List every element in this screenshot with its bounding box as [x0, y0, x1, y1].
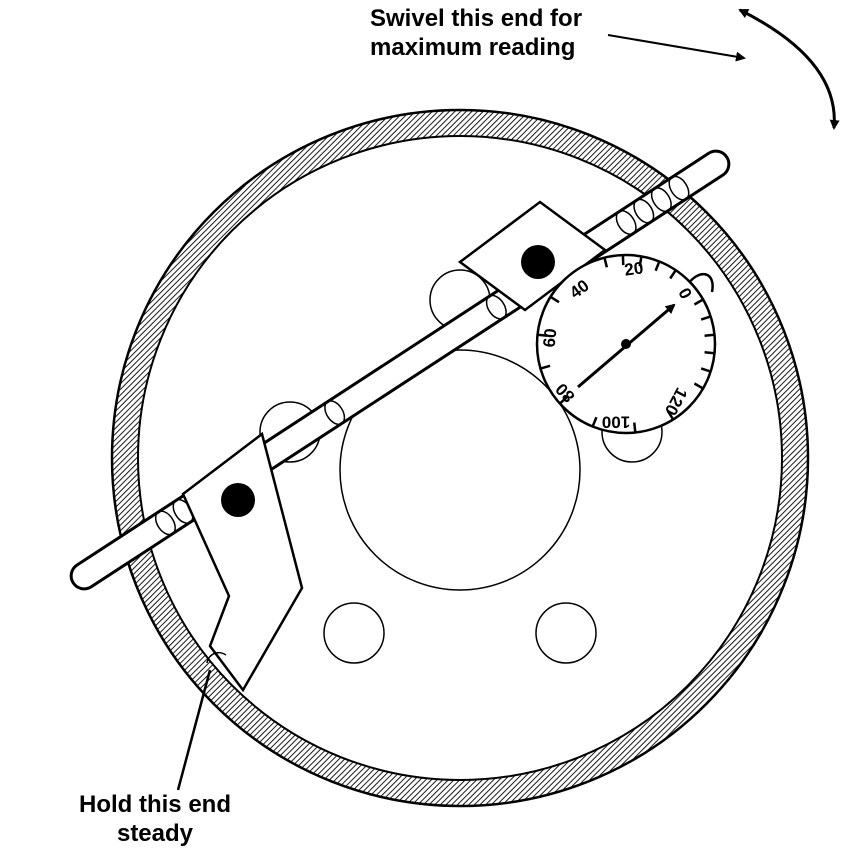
dial-tick	[559, 395, 569, 405]
dial-tick	[693, 298, 704, 306]
hold-end-label-line1: Hold this end	[79, 791, 231, 818]
dial-tick	[537, 333, 548, 337]
fixed-clamp	[181, 431, 304, 693]
rotor-disc	[110, 108, 810, 808]
dial-ticks	[537, 255, 715, 433]
dial-tick	[654, 261, 661, 272]
lug-hole-lower-left	[323, 602, 385, 664]
hold-callout-line	[176, 669, 212, 791]
fixed-clamp-screw	[221, 483, 255, 517]
swivel-arrow-icon	[738, 8, 840, 130]
dial-tick	[603, 257, 609, 268]
dial-needle-pivot	[621, 339, 631, 349]
dial-tick	[540, 364, 551, 370]
swivel-callout-line	[607, 34, 746, 62]
dial-plunger	[687, 272, 714, 293]
dial-tick	[633, 422, 637, 433]
swivel-end-label-line2: maximum reading	[370, 34, 576, 61]
dial-number: 20	[623, 258, 644, 279]
dial-tick	[700, 315, 712, 321]
indicator-carriage-screw	[521, 245, 555, 279]
hold-end-label: Hold this end steady	[60, 790, 250, 848]
fixed-clamp-body	[181, 431, 304, 693]
dial-tick	[700, 367, 712, 373]
dial-tick	[704, 333, 715, 337]
indicator-carriage	[457, 200, 608, 312]
hub-center-hole	[339, 349, 581, 591]
dial-tick	[704, 351, 715, 355]
dial-tick	[549, 295, 560, 304]
dial-tick	[666, 410, 675, 421]
lug-hole-lower-right	[535, 602, 597, 664]
hold-end-label-line2: steady	[116, 820, 194, 847]
dial-tick	[693, 382, 704, 390]
swivel-end-label: Swivel this end for maximum reading	[370, 4, 582, 62]
dial-number: 100	[602, 413, 630, 432]
fixed-clamp-foot	[206, 651, 227, 664]
dial-tick	[591, 416, 598, 427]
dial-tick	[669, 269, 677, 280]
swivel-end-label-line1: Swivel this end for	[370, 5, 583, 32]
dial-number: 60	[540, 327, 561, 348]
dial-tick	[638, 256, 643, 267]
